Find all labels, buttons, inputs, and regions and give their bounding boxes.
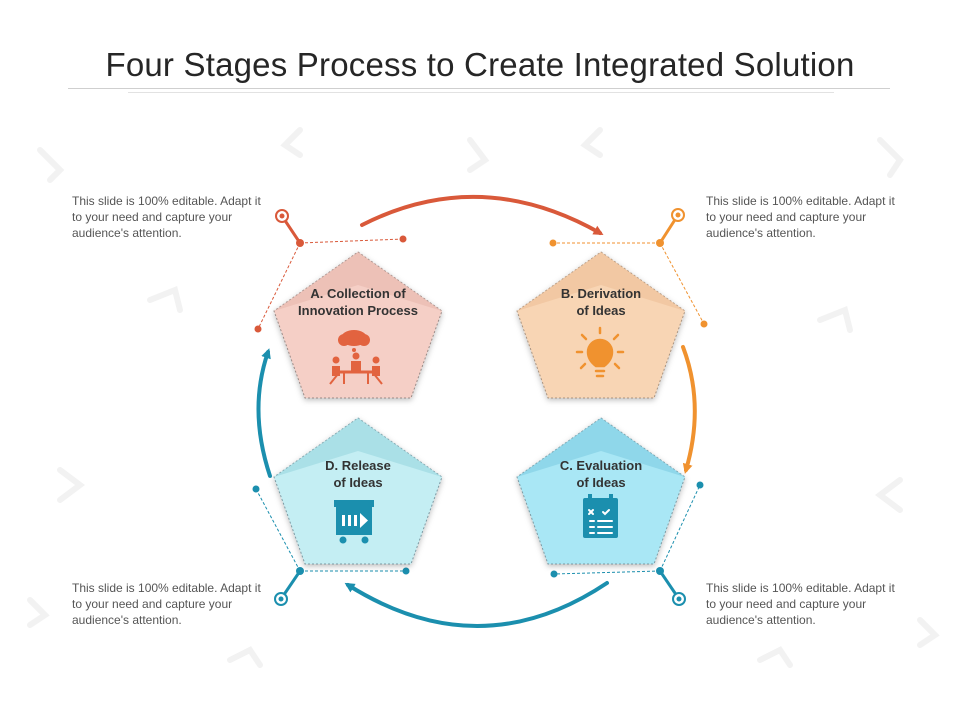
presentation-board-icon (334, 500, 374, 544)
slide-title: Four Stages Process to Create Integrated… (105, 46, 855, 83)
stage-c-label-line2: of Ideas (576, 475, 625, 490)
arrow-c-to-d (344, 581, 609, 628)
stage-d: D. Release of Ideas (273, 417, 443, 565)
note-bottom-left: This slide is 100% editable. Adapt it to… (72, 581, 261, 627)
stage-d-label-line1: D. Release (325, 458, 391, 473)
connector-top-left (254, 209, 407, 333)
note-top-right: This slide is 100% editable. Adapt it to… (706, 194, 895, 240)
stage-a: A. Collection of Innovation Process (273, 251, 443, 399)
arrow-b-to-c (681, 345, 697, 474)
connector-top-right (549, 208, 708, 328)
note-bottom-right: This slide is 100% editable. Adapt it to… (706, 581, 895, 627)
arrow-d-to-a (256, 348, 272, 478)
stage-c: C. Evaluation of Ideas (516, 417, 686, 565)
stage-b: B. Derivation of Ideas (516, 251, 686, 399)
arrow-a-to-b (360, 194, 604, 235)
team-meeting-icon (329, 330, 383, 385)
stage-c-label-line1: C. Evaluation (560, 458, 642, 473)
stage-b-label-line1: B. Derivation (561, 286, 641, 301)
connector-bottom-left (252, 485, 410, 606)
stage-d-label-line2: of Ideas (333, 475, 382, 490)
lightbulb-icon (575, 326, 625, 378)
connector-bottom-right (550, 481, 704, 606)
stage-b-label-line2: of Ideas (576, 303, 625, 318)
calendar-checklist-icon (583, 494, 618, 538)
stage-a-label-line1: A. Collection of (310, 286, 406, 301)
stage-a-label-line2: Innovation Process (298, 303, 418, 318)
note-top-left: This slide is 100% editable. Adapt it to… (72, 194, 261, 240)
title-divider (68, 88, 890, 89)
title-divider-secondary (128, 92, 834, 93)
